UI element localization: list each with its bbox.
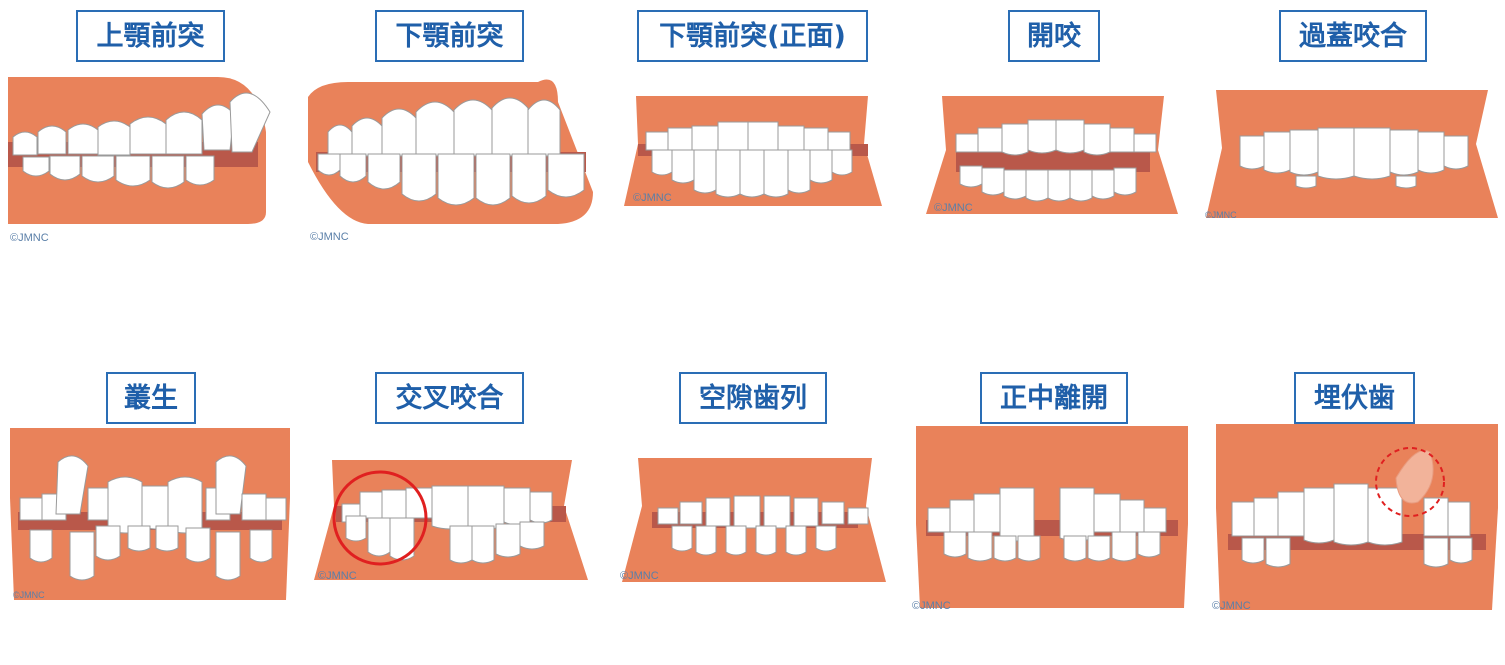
label-impacted-tooth: 埋伏歯 [1294,372,1415,424]
copyright: ©JMNC [13,590,45,600]
copyright: ©JMNC [310,231,349,243]
label-median-diastema: 正中離開 [980,372,1128,424]
illustration-open-bite [926,96,1178,214]
illustration-deep-bite [1206,90,1498,218]
copyright: ©JMNC [1205,210,1237,220]
copyright: ©JMNC [318,570,357,582]
label-spacing: 空隙歯列 [679,372,827,424]
label-crowding: 叢生 [106,372,196,424]
copyright: ©JMNC [633,192,672,204]
impacted-tooth-shape [1395,450,1434,504]
illustration-maxillary-protrusion [8,77,271,224]
highlight-circle [332,470,428,566]
label-crossbite: 交叉咬合 [375,372,524,424]
copyright: ©JMNC [934,202,973,214]
label-mandibular-protrusion-front: 下顎前突(正面) [637,10,868,62]
illustration-impacted-tooth [1216,424,1498,610]
illustration-spacing [622,458,886,582]
illustration-mandibular-protrusion-front [624,96,882,206]
copyright: ©JMNC [620,570,659,582]
highlight-circle [1375,447,1445,517]
illustration-median-diastema [916,426,1188,608]
label-open-bite: 開咬 [1008,10,1100,62]
label-mandibular-protrusion: 下顎前突 [375,10,524,62]
label-deep-bite: 過蓋咬合 [1279,10,1427,62]
copyright: ©JMNC [1212,600,1251,612]
label-maxillary-protrusion: 上顎前突 [76,10,225,62]
copyright: ©JMNC [10,232,49,244]
copyright: ©JMNC [912,600,951,612]
illustration-mandibular-protrusion [308,79,593,224]
illustration-crossbite [314,460,588,580]
illustration-crowding [10,428,290,600]
